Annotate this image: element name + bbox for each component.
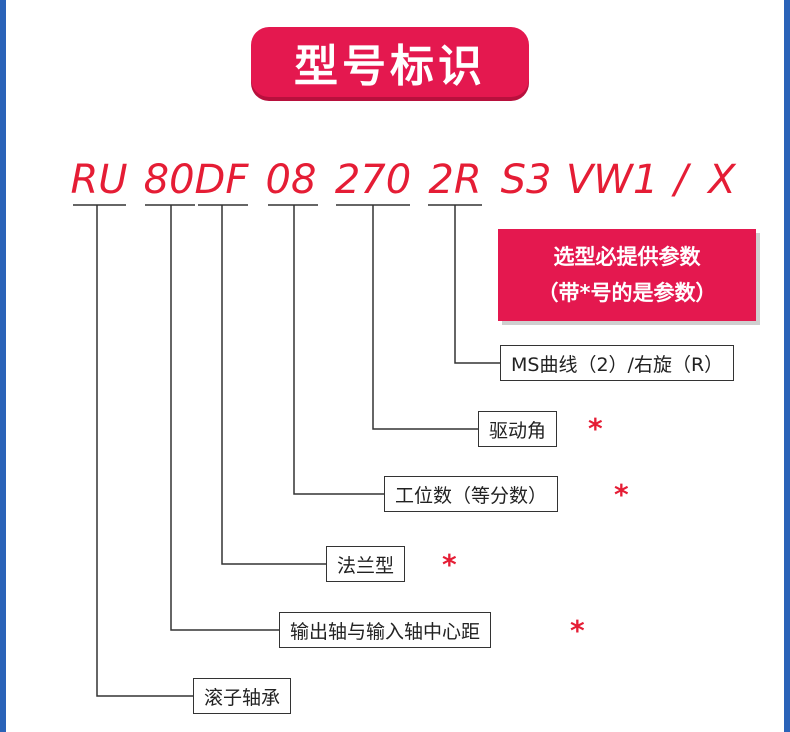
notice-line-1: 选型必提供参数 [553, 245, 701, 269]
code-part-s3: S3 [500, 157, 552, 203]
required-marker-drive-angle: * [588, 412, 603, 445]
leader-curve [454, 205, 500, 364]
required-marker-flange: * [442, 548, 457, 581]
frame-left-border [0, 0, 6, 732]
title-banner: 型号标识 [251, 27, 529, 97]
code-part-x: X [708, 157, 736, 203]
code-part-curve: 2R [428, 157, 482, 203]
required-marker-center-distance: * [570, 614, 585, 647]
frame-right-border [784, 0, 790, 732]
code-part-slash: / [674, 157, 688, 203]
leader-drive-angle [372, 205, 478, 430]
label-flange: 法兰型 [326, 546, 406, 582]
notice-line-2: （带*号的是参数） [537, 281, 717, 305]
label-drive-angle: 驱动角 [478, 411, 558, 447]
required-marker-stations: * [614, 478, 629, 511]
page-title: 型号标识 [294, 41, 486, 92]
leader-roller-bearing [96, 205, 193, 697]
label-roller-bearing: 滚子轴承 [193, 678, 292, 714]
code-part-vw1: VW1 [566, 157, 659, 203]
code-part-drive-angle: 270 [334, 157, 412, 203]
code-part-stations: 08 [265, 157, 317, 203]
leader-center-distance [170, 205, 279, 631]
code-part-series: RU [70, 157, 128, 203]
label-stations: 工位数（等分数） [384, 476, 559, 512]
code-part-center-distance: 80DF [143, 157, 249, 203]
label-curve-rotation: MS曲线（2）/右旋（R） [500, 345, 735, 381]
required-params-notice: 选型必提供参数 （带*号的是参数） [498, 229, 756, 321]
leader-flange [221, 205, 326, 565]
leader-stations [293, 205, 384, 495]
label-center-distance: 输出轴与输入轴中心距 [279, 612, 492, 648]
